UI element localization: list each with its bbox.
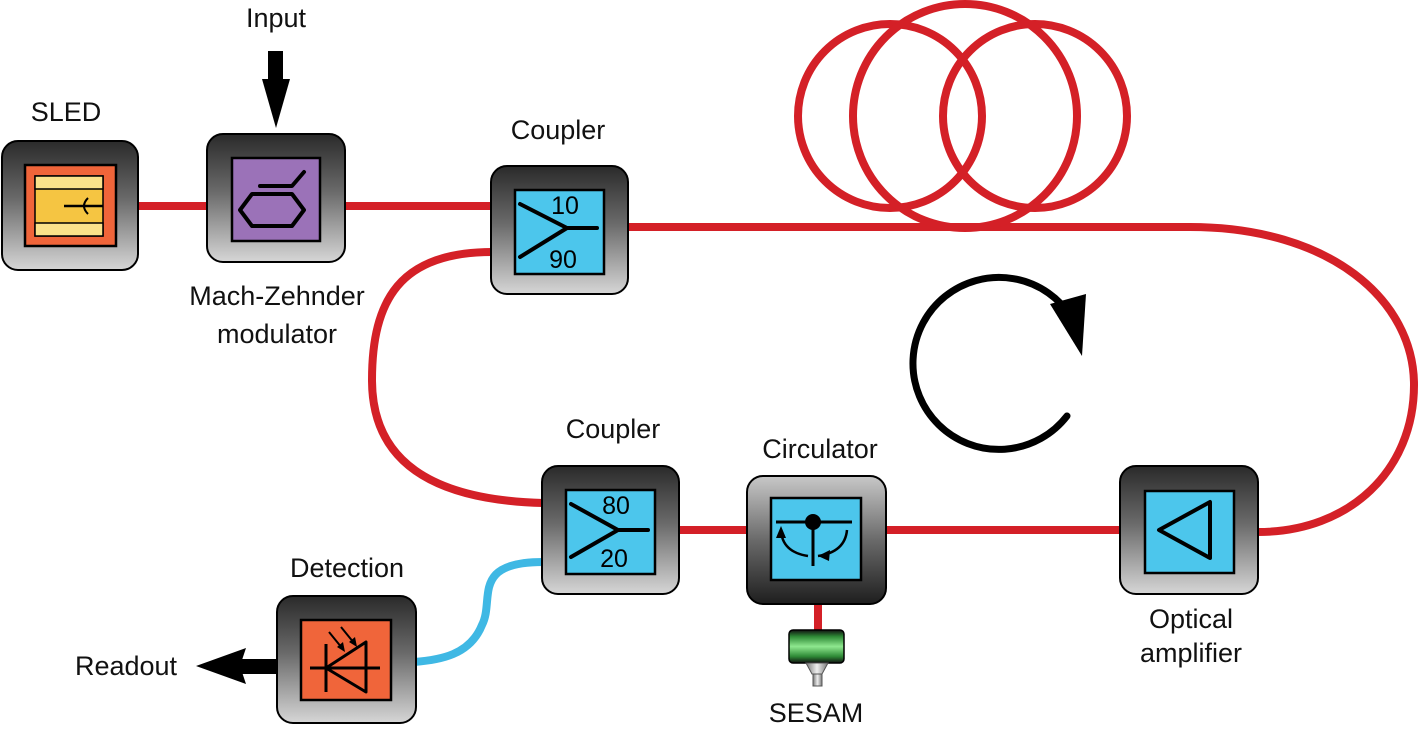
amplifier-label-line2: amplifier	[1140, 638, 1242, 668]
mzm-electrode-icon	[258, 170, 306, 188]
coupler-top-ratio-bottom: 90	[549, 246, 577, 274]
coupler-bottom[interactable]: 80 20	[541, 465, 680, 595]
mzm-label-line1: Mach-Zehnder	[189, 281, 365, 311]
fiber-ring-main	[628, 223, 1418, 536]
detection-component[interactable]	[276, 595, 417, 724]
fiber-coil-loop-3	[939, 20, 1131, 212]
readout-arrow-icon	[196, 648, 278, 684]
mzm-label-line2: modulator	[217, 319, 337, 349]
sesam-label: SESAM	[769, 698, 864, 728]
mach-zehnder-modulator[interactable]	[206, 133, 346, 263]
circulator[interactable]	[746, 475, 887, 605]
coupler-top-label: Coupler	[511, 115, 606, 145]
input-label: Input	[246, 3, 307, 33]
detection-label: Detection	[290, 553, 404, 583]
circulator-label: Circulator	[762, 434, 878, 464]
sesam-component[interactable]	[788, 629, 845, 687]
optical-amplifier[interactable]	[1119, 465, 1259, 595]
readout-label: Readout	[75, 651, 178, 681]
circulation-arrow-icon	[909, 273, 1086, 453]
coupler-bottom-ratio-bottom: 20	[600, 545, 628, 573]
coupler-bottom-label: Coupler	[566, 414, 661, 444]
fiber-coil-loop-1	[794, 20, 986, 212]
fiber-coupler-loop	[367, 248, 544, 507]
coupler-top[interactable]: 10 90	[490, 165, 629, 295]
fiber-paths	[136, 0, 1418, 632]
amplifier-triangle-icon	[1157, 500, 1212, 560]
sled-label: SLED	[31, 97, 102, 127]
fiber-coil-loop-2	[849, 0, 1081, 232]
coupler-top-ratio-top: 10	[551, 192, 579, 220]
amplifier-label-line1: Optical	[1149, 604, 1233, 634]
sled-component[interactable]	[1, 140, 139, 271]
photodiode-icon	[310, 626, 380, 694]
input-arrow-icon	[262, 51, 290, 128]
fiber-coupler-detection	[413, 558, 544, 666]
mzm-hexagon-icon	[238, 192, 306, 228]
coupler-bottom-ratio-top: 80	[602, 492, 630, 520]
